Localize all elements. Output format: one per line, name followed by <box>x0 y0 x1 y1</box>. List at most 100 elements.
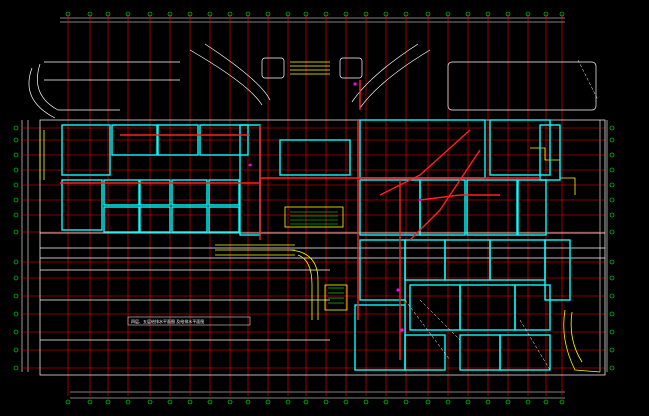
axis-bubble-bottom <box>505 399 511 405</box>
axis-bubble-bottom <box>227 399 233 405</box>
axis-bubble-bottom <box>285 399 291 405</box>
axis-bubble-right <box>609 167 615 173</box>
room-wall <box>489 119 551 176</box>
room-wall <box>419 179 466 236</box>
axis-bubble-top <box>187 11 193 17</box>
building-outline <box>28 43 606 376</box>
axis-bubble-right <box>609 329 615 335</box>
drawing-title-block: 四层、五层给排水平面图 及给排水平面图 <box>127 316 251 326</box>
axis-bubble-top <box>265 11 271 17</box>
room-wall <box>103 206 140 233</box>
axis-bubble-top <box>383 11 389 17</box>
axis-bubble-left <box>13 311 19 317</box>
axis-bubble-right <box>609 347 615 353</box>
room-wall <box>208 179 240 206</box>
axis-bubble-top <box>125 11 131 17</box>
axis-bubble-top <box>207 11 213 17</box>
axis-bubble-left <box>13 275 19 281</box>
axis-bubble-bottom <box>323 399 329 405</box>
axis-bubble-top <box>525 11 531 17</box>
axis-bubble-top <box>323 11 329 17</box>
axis-bubble-bottom <box>383 399 389 405</box>
room-wall <box>103 179 140 206</box>
axis-bubble-bottom <box>403 399 409 405</box>
axis-bubble-top <box>465 11 471 17</box>
room-wall <box>539 124 561 181</box>
room-wall <box>544 239 571 301</box>
axis-bubble-top <box>303 11 309 17</box>
axis-bubble-bottom <box>207 399 213 405</box>
axis-bubble-top <box>505 11 511 17</box>
axis-bubble-bottom <box>425 399 431 405</box>
axis-bubble-left <box>13 259 19 265</box>
axis-bubble-bottom <box>343 399 349 405</box>
axis-bubbles <box>13 11 615 405</box>
axis-bubble-right <box>609 365 615 371</box>
axis-bubble-top <box>105 11 111 17</box>
green-stairs <box>290 211 344 304</box>
axis-bubble-bottom <box>303 399 309 405</box>
room-wall <box>499 334 551 371</box>
axis-bubble-top <box>425 11 431 17</box>
diagonal-lines <box>404 59 599 371</box>
axis-bubble-right <box>609 152 615 158</box>
axis-bubble-right <box>609 275 615 281</box>
room-wall <box>517 179 547 236</box>
axis-bubble-left <box>13 293 19 299</box>
room-wall <box>139 206 171 233</box>
axis-bubble-bottom <box>167 399 173 405</box>
axis-bubble-right <box>609 259 615 265</box>
axis-bubble-left <box>13 182 19 188</box>
axis-bubble-bottom <box>65 399 71 405</box>
axis-bubble-bottom <box>265 399 271 405</box>
axis-bubble-top <box>87 11 93 17</box>
axis-bubble-top <box>403 11 409 17</box>
axis-bubble-top <box>445 11 451 17</box>
axis-bubble-bottom <box>525 399 531 405</box>
axis-bubble-right <box>609 293 615 299</box>
axis-bubble-top <box>343 11 349 17</box>
axis-bubble-right <box>609 197 615 203</box>
axis-bubble-top <box>227 11 233 17</box>
axis-bubble-bottom <box>87 399 93 405</box>
axis-bubble-top <box>363 11 369 17</box>
axis-bubble-left <box>13 365 19 371</box>
axis-bubble-left <box>13 197 19 203</box>
axis-bubble-left <box>13 329 19 335</box>
axis-bubble-top <box>485 11 491 17</box>
axis-bubble-bottom <box>485 399 491 405</box>
axis-bubble-left <box>13 152 19 158</box>
axis-bubble-left <box>13 125 19 131</box>
room-wall <box>199 124 249 156</box>
axis-bubble-bottom <box>543 399 549 405</box>
axis-bubble-right <box>609 182 615 188</box>
room-wall <box>514 284 551 331</box>
drawing-title: 四层、五层给排水平面图 及给排水平面图 <box>131 318 204 324</box>
axis-bubble-bottom <box>105 399 111 405</box>
axis-bubble-top <box>147 11 153 17</box>
axis-bubble-bottom <box>245 399 251 405</box>
room-wall <box>111 124 158 156</box>
axis-bubble-bottom <box>187 399 193 405</box>
magenta-markers <box>248 82 422 332</box>
axis-bubble-right <box>609 229 615 235</box>
axis-bubble-right <box>609 311 615 317</box>
axis-bubble-bottom <box>147 399 153 405</box>
room-wall <box>139 179 171 206</box>
axis-bubble-bottom <box>125 399 131 405</box>
room-wall <box>279 139 351 176</box>
axis-bubble-bottom <box>445 399 451 405</box>
room-wall <box>61 179 103 231</box>
axis-bubble-left <box>13 347 19 353</box>
axis-bubble-left <box>13 137 19 143</box>
axis-bubble-top <box>543 11 549 17</box>
axis-bubble-bottom <box>465 399 471 405</box>
room-wall <box>61 124 111 176</box>
axis-bubble-top <box>245 11 251 17</box>
axis-bubble-right <box>609 125 615 131</box>
axis-bubble-bottom <box>559 399 565 405</box>
axis-bubble-left <box>13 229 19 235</box>
room-wall <box>466 179 518 236</box>
room-wall <box>208 206 240 233</box>
axis-bubble-top <box>65 11 71 17</box>
